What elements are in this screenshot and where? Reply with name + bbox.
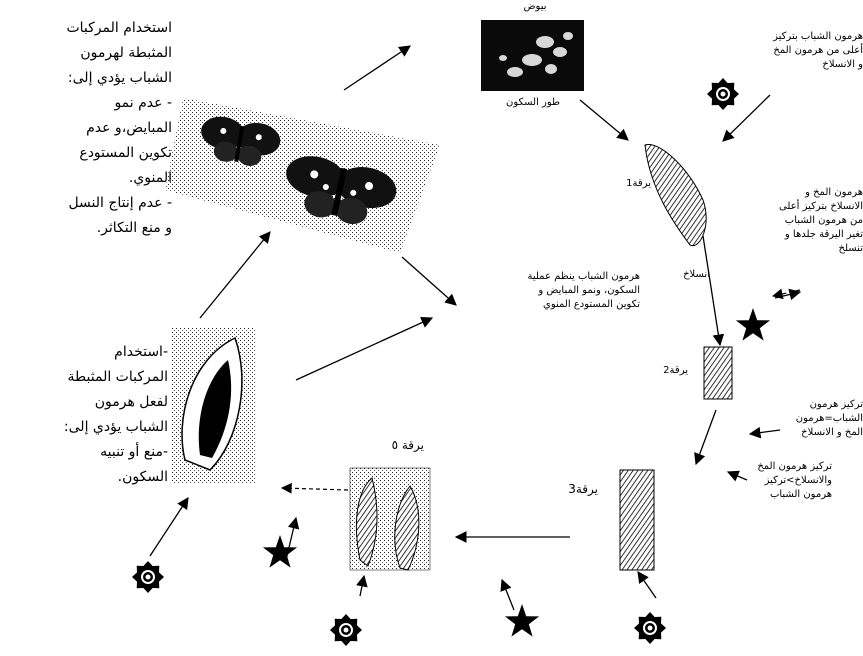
five-point-star-icon <box>505 604 539 637</box>
label-larva-3: يرقة3 <box>530 481 598 498</box>
five-point-star-icon <box>736 308 770 341</box>
adult-moths-image <box>165 98 440 253</box>
note-brain-greater: تركيز هرمون المخ والانسلاخ>تركيز هرمون ا… <box>700 460 832 502</box>
five-point-star-icon <box>263 535 297 568</box>
eight-point-star-icon <box>132 561 164 593</box>
note-inhibitors-pupa: -استخدام المركبات المثبطة لفعل هرمون الش… <box>0 340 168 490</box>
label-dormant-stage: طور السكون <box>488 96 578 110</box>
note-brain-higher: هرمون المخ و الانسلاخ بتركيز أعلى من هرم… <box>726 186 863 256</box>
label-larva-2: يرقة2 <box>628 364 688 378</box>
eight-point-star-icon <box>634 612 666 644</box>
note-juvenile-regulates: هرمون الشباب ينظم عملية السكون، ونمو الم… <box>455 270 640 312</box>
label-molt: انسلاخ <box>650 268 710 282</box>
eight-point-star-icon <box>330 614 362 646</box>
label-eggs: بيوض <box>505 0 565 14</box>
eggs-image <box>481 20 584 91</box>
larva-2-image <box>704 347 732 399</box>
note-juvenile-equal: تركيز هرمون الشباب=هرمون المخ و الانسلاخ <box>752 398 863 440</box>
larva-3-image <box>620 470 654 570</box>
eight-point-star-icon <box>707 78 739 110</box>
larva-5-image <box>350 468 430 570</box>
label-larva-5: يرقة ٥ <box>344 437 424 454</box>
note-inhibitors-adult: استخدام المركبات المثبطة لهرمون الشباب ي… <box>0 16 172 241</box>
larva-1-image <box>645 144 706 245</box>
note-juvenile-higher: هرمون الشباب بتركيز أعلى من هرمون المخ و… <box>720 30 863 72</box>
pupa-image <box>172 327 255 484</box>
label-larva-1: يرقة1 <box>595 177 651 191</box>
